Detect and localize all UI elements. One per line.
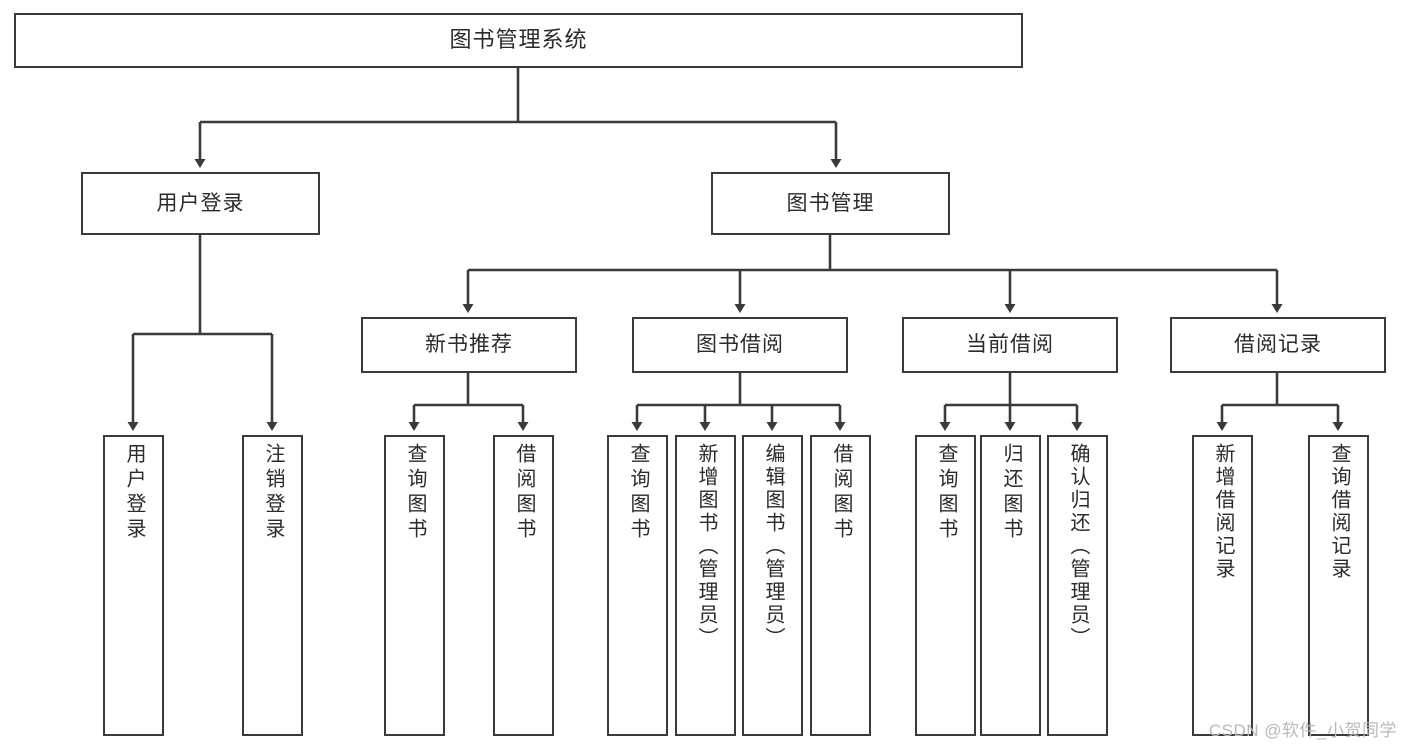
leaf-borrow-add-book-admin[interactable]: 新增图书（管理员）: [675, 435, 736, 736]
node-label: 用户登录: [156, 191, 245, 215]
node-user-login[interactable]: 用户登录: [81, 172, 320, 235]
node-book-management[interactable]: 图书管理: [711, 172, 950, 235]
node-current-borrow[interactable]: 当前借阅: [902, 317, 1118, 373]
leaf-current-return-book[interactable]: 归还图书: [980, 435, 1041, 736]
node-borrow-record[interactable]: 借阅记录: [1170, 317, 1386, 373]
node-label: 注销登录: [262, 443, 284, 543]
node-root-system[interactable]: 图书管理系统: [14, 13, 1023, 68]
node-label: 新增借阅记录: [1212, 443, 1234, 581]
leaf-current-confirm-return-admin[interactable]: 确认归还（管理员）: [1047, 435, 1108, 736]
node-label: 新书推荐: [425, 333, 513, 357]
node-label: 图书管理: [786, 191, 875, 215]
node-label: 图书管理系统: [449, 27, 588, 53]
leaf-recommend-query-book[interactable]: 查询图书: [384, 435, 445, 736]
leaf-record-add-record[interactable]: 新增借阅记录: [1192, 435, 1253, 736]
leaf-record-query-record[interactable]: 查询借阅记录: [1308, 435, 1369, 736]
node-book-borrow[interactable]: 图书借阅: [632, 317, 848, 373]
node-label: 归还图书: [1000, 443, 1022, 543]
node-label: 查询图书: [627, 443, 649, 543]
leaf-logout[interactable]: 注销登录: [242, 435, 303, 736]
leaf-current-query-book[interactable]: 查询图书: [915, 435, 976, 736]
node-label: 查询图书: [404, 443, 426, 543]
csdn-watermark: CSDN @软件_小贺同学: [1208, 721, 1397, 740]
node-label: 图书借阅: [696, 333, 784, 357]
node-label: 当前借阅: [966, 333, 1054, 357]
node-label: 新增图书（管理员）: [695, 443, 717, 650]
leaf-recommend-borrow-book[interactable]: 借阅图书: [493, 435, 554, 736]
node-label: 编辑图书（管理员）: [762, 443, 784, 650]
leaf-borrow-query-book[interactable]: 查询图书: [607, 435, 668, 736]
node-label: 用户登录: [123, 443, 145, 543]
node-new-book-recommend[interactable]: 新书推荐: [361, 317, 577, 373]
node-label: 查询图书: [935, 443, 957, 543]
leaf-user-login[interactable]: 用户登录: [103, 435, 164, 736]
node-label: 查询借阅记录: [1328, 443, 1350, 581]
node-label: 借阅图书: [830, 443, 852, 543]
node-label: 借阅记录: [1234, 333, 1322, 357]
leaf-borrow-edit-book-admin[interactable]: 编辑图书（管理员）: [742, 435, 803, 736]
leaf-borrow-borrow-book[interactable]: 借阅图书: [810, 435, 871, 736]
node-label: 确认归还（管理员）: [1067, 443, 1089, 650]
node-label: 借阅图书: [513, 443, 535, 543]
